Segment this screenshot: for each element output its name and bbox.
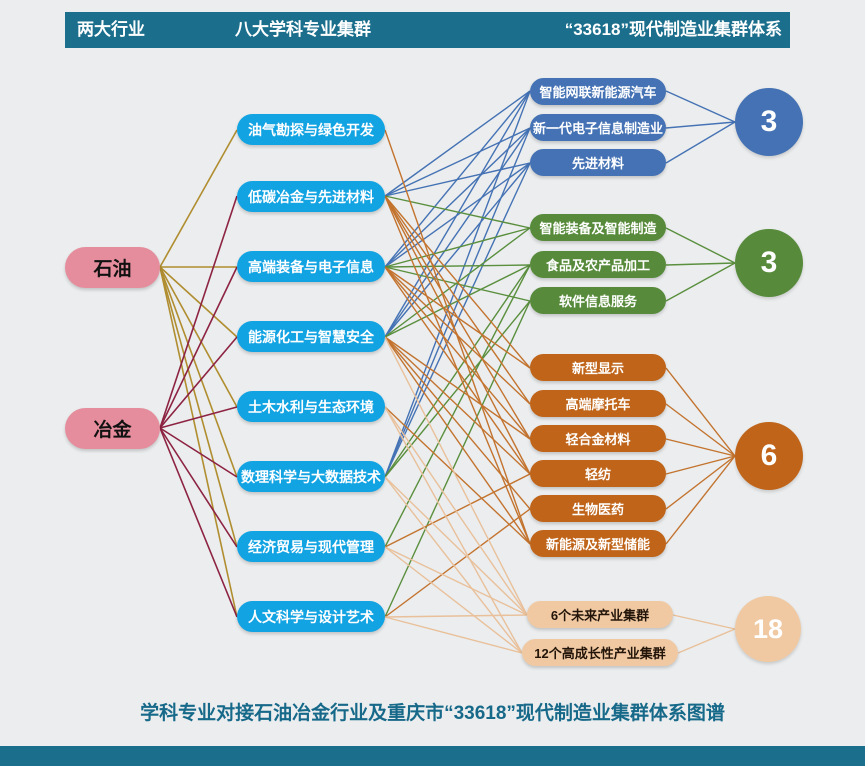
figure-caption: 学科专业对接石油冶金行业及重庆市“33618”现代制造业集群体系图谱 (140, 703, 725, 724)
cluster-advanced-materials: 先进材料 (530, 149, 666, 176)
header-eight-disciplines: 八大学科专业集群 (235, 20, 371, 39)
cluster-light-textile: 轻纺 (530, 460, 666, 487)
discipline-humanities-design: 人文科学与设计艺术 (237, 601, 385, 632)
discipline-low-carbon-metallurgy: 低碳冶金与先进材料 (237, 181, 385, 212)
discipline-energy-chemical-safety: 能源化工与智慧安全 (237, 321, 385, 352)
industry-metallurgy: 冶金 (65, 408, 160, 449)
discipline-economics-management: 经济贸易与现代管理 (237, 531, 385, 562)
cluster-high-end-motorcycle: 高端摩托车 (530, 390, 666, 417)
cluster-new-energy-storage: 新能源及新型储能 (530, 530, 666, 557)
count-circle-tan: 18 (735, 596, 801, 662)
cluster-high-growth-industries: 12个高成长性产业集群 (522, 639, 678, 666)
cluster-smart-ev: 智能网联新能源汽车 (530, 78, 666, 105)
cluster-new-display: 新型显示 (530, 354, 666, 381)
count-circle-blue: 3 (735, 88, 803, 156)
header-33618-system: “33618”现代制造业集群体系 (564, 20, 782, 39)
industry-petroleum: 石油 (65, 247, 160, 288)
discipline-oil-gas-exploration: 油气勘探与绿色开发 (237, 114, 385, 145)
cluster-light-alloy: 轻合金材料 (530, 425, 666, 452)
cluster-software-info-services: 软件信息服务 (530, 287, 666, 314)
cluster-next-gen-electronics: 新一代电子信息制造业 (530, 114, 666, 141)
cluster-smart-equipment: 智能装备及智能制造 (530, 214, 666, 241)
count-circle-orange: 6 (735, 422, 803, 490)
discipline-high-end-equipment: 高端装备与电子信息 (237, 251, 385, 282)
discipline-math-big-data: 数理科学与大数据技术 (237, 461, 385, 492)
cluster-food-processing: 食品及农产品加工 (530, 251, 666, 278)
header-two-industries: 两大行业 (77, 20, 145, 39)
cluster-biomedicine: 生物医药 (530, 495, 666, 522)
footer-bar (0, 746, 865, 766)
cluster-future-industries: 6个未来产业集群 (527, 601, 673, 628)
discipline-civil-water-ecology: 土木水利与生态环境 (237, 391, 385, 422)
count-circle-green: 3 (735, 229, 803, 297)
header-bar: 两大行业 八大学科专业集群 “33618”现代制造业集群体系 (65, 12, 790, 48)
